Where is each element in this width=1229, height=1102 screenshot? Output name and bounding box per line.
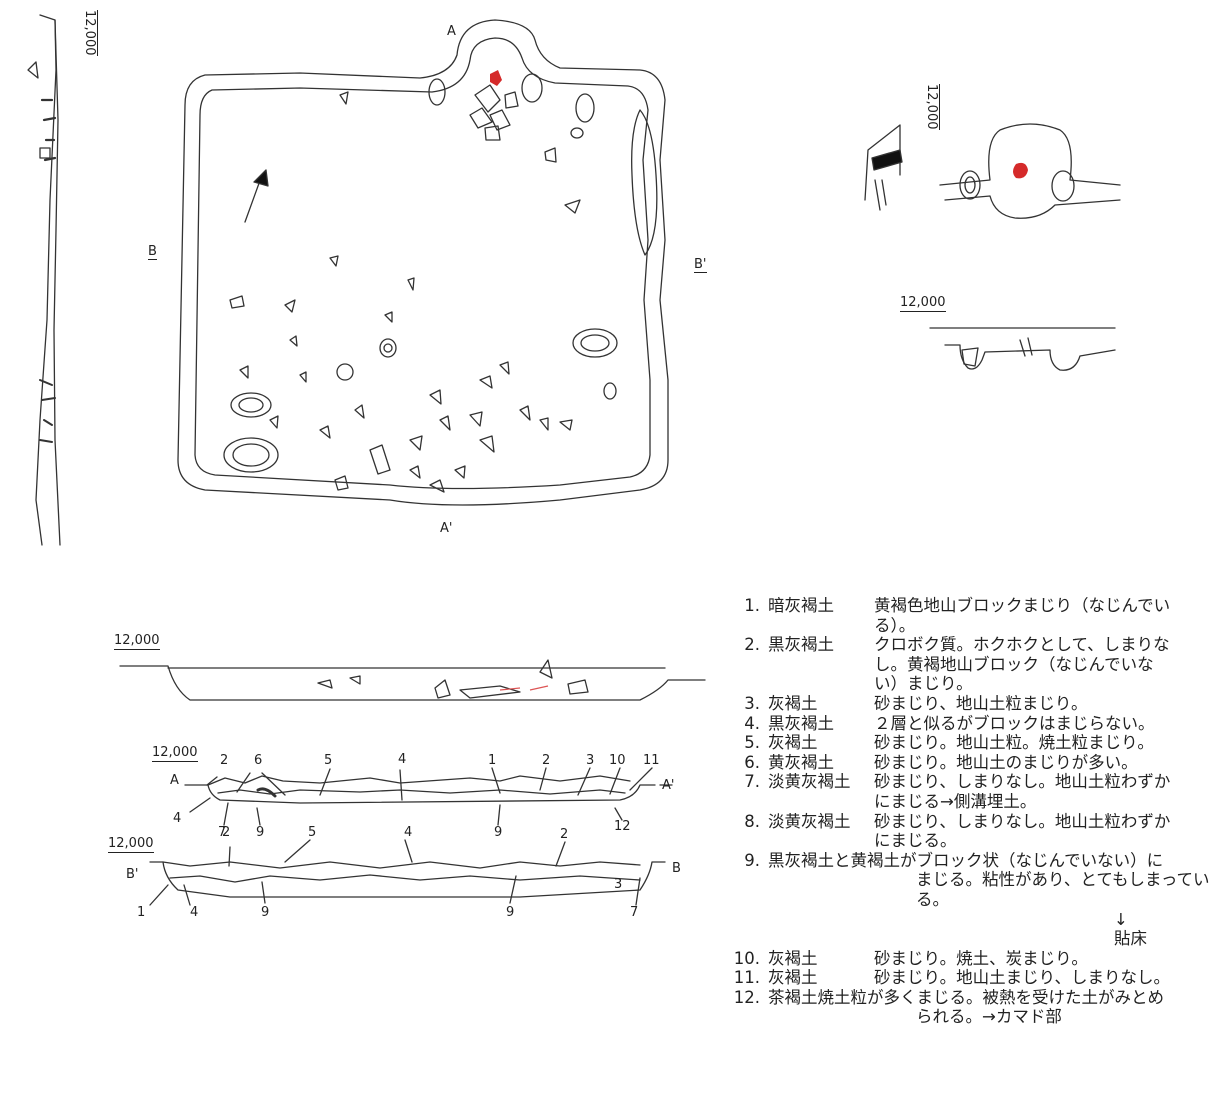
layer-number: 6 [254, 753, 263, 768]
scale-long-profile: 12,000 [114, 633, 160, 650]
hearth-section [929, 327, 1116, 371]
layer-number: 5 [324, 753, 333, 768]
section-b-end-left: B' [126, 867, 139, 882]
layer-number: 9 [261, 905, 270, 920]
layer-number: 2 [560, 827, 569, 842]
section-b-b [149, 839, 666, 906]
legend-row: 8. 淡黄灰褐土 砂まじり、しまりなし。地山土粒わずかにまじる。 [744, 811, 1171, 851]
legend-row: 3. 灰褐土 砂まじり、地山土粒まじり。 [744, 693, 1088, 713]
plan-label-b: B [148, 244, 157, 260]
layer-number: 2 [220, 753, 229, 768]
legend-row: 4. 黒灰褐土 ２層と似るがブロックはまじらない。 [744, 713, 1155, 733]
legend-row: 5. 灰褐土 砂まじり。地山土粒。焼土粒まじり。 [744, 733, 1154, 753]
layer-number: 9 [506, 905, 515, 920]
scale-section-a: 12,000 [152, 745, 198, 762]
plan-label-a: A [447, 24, 456, 39]
layer-number: 3 [586, 753, 595, 768]
layer-number: 9 [256, 825, 265, 840]
section-a-end-right: A' [662, 778, 675, 793]
layer-number: 10 [609, 753, 626, 768]
scale-left-strip: 12,000 [82, 10, 98, 56]
soil-layer-legend: 1. 暗灰褐土 黄褐色地山ブロックまじり（なじんでいる）。 2. 黒灰褐土 クロ… [718, 596, 1223, 1027]
left-section-strip [27, 14, 61, 546]
legend-row: 6. 黄灰褐土 砂まじり。地山土のまじりが多い。 [744, 752, 1138, 772]
layer-number: 1 [137, 905, 146, 920]
arrow-down-icon: ↓ [1114, 909, 1128, 929]
section-b-end-right: B [672, 861, 681, 876]
legend-row: 12. 茶褐土焼土粒が多くまじる。被熱を受けた土がみとめ られる。→カマド部 [733, 987, 1164, 1027]
layer-number: 2 [222, 825, 231, 840]
legend-row: 10. 灰褐土 砂まじり。焼土、炭まじり。 [733, 948, 1088, 968]
plan-label-b-prime: B' [694, 257, 707, 273]
legend-row: 9. 黒灰褐土と黄褐土がブロック状（なじんでいない）に まじる。粘性があり、とて… [718, 851, 1223, 949]
layer-number: 2 [542, 753, 551, 768]
layer-number: 7 [218, 825, 227, 840]
scale-section-b: 12,000 [108, 836, 154, 853]
hearth-plan [864, 123, 1121, 219]
layer-number: 5 [308, 825, 317, 840]
pit-plan-outline [177, 19, 669, 506]
scale-hearth-plan: 12,000 [924, 84, 940, 130]
plan-label-a-prime: A' [440, 521, 453, 536]
layer-number: 7 [630, 905, 639, 920]
legend-note: 貼床 [1114, 929, 1147, 949]
legend-row: 11. 灰褐土 砂まじり。地山土まじり、しまりなし。 [733, 968, 1171, 988]
section-a-end-left: A [170, 773, 179, 788]
burnt-soil-patches [490, 70, 1028, 179]
layer-number: 4 [173, 811, 182, 826]
layer-number: 4 [190, 905, 199, 920]
layer-number: 9 [494, 825, 503, 840]
layer-number: 3 [614, 877, 623, 892]
layer-number: 4 [404, 825, 413, 840]
legend-row: 7. 淡黄灰褐土 砂まじり、しまりなし。地山土粒わずかにまじる→側溝埋土。 [744, 772, 1171, 811]
scale-hearth-section: 12,000 [900, 295, 946, 312]
legend-row: 1. 暗灰褐土 黄褐色地山ブロックまじり（なじんでいる）。 [744, 596, 1171, 635]
layer-number: 11 [643, 753, 660, 768]
layer-number: 12 [614, 819, 631, 834]
layer-number: 1 [488, 753, 497, 768]
legend-row: 2. 黒灰褐土 クロボク質。ホクホクとして、しまりなし。黄褐地山ブロック（なじん… [744, 635, 1170, 694]
section-a-a [184, 767, 673, 826]
long-profile [119, 659, 706, 701]
layer-number: 4 [398, 752, 407, 767]
